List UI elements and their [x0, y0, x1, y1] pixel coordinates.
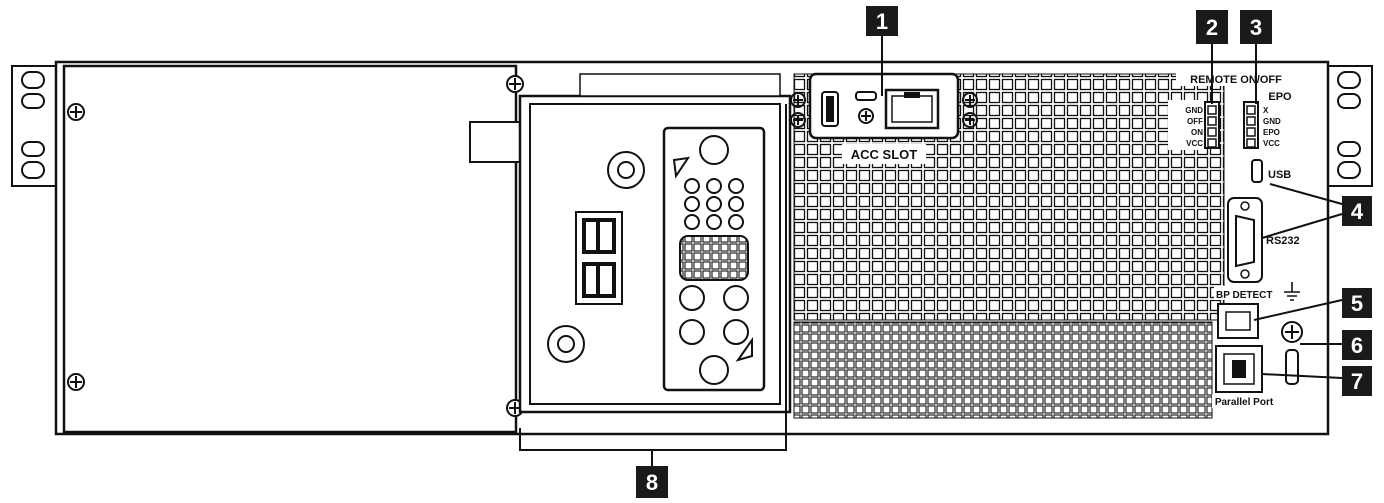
parallel-port-label: Parallel Port — [1215, 397, 1274, 408]
callout-number: 3 — [1250, 15, 1262, 40]
left-rack-ear — [11, 65, 57, 187]
acc-slot-label: ACC SLOT — [851, 147, 918, 162]
rs232-port[interactable] — [1227, 197, 1263, 283]
epo-label: EPO — [1268, 91, 1292, 103]
parallel-port[interactable] — [1215, 345, 1263, 393]
bp-detect-port[interactable] — [1217, 303, 1259, 339]
callout-leaders — [519, 36, 1343, 466]
remote-on-off-label: REMOTE ON/OFF — [1190, 74, 1282, 86]
epo-pin-label: X — [1263, 106, 1269, 115]
usb-port[interactable] — [1251, 159, 1263, 183]
epo-pin-label: VCC — [1263, 139, 1280, 148]
remote-on-off-terminal[interactable] — [1204, 101, 1220, 149]
remote-pin-label: VCC — [1186, 139, 1203, 148]
bp-detect-label: BP DETECT — [1216, 290, 1273, 301]
epo-terminal[interactable] — [1243, 101, 1259, 149]
usb-label: USB — [1268, 169, 1291, 181]
module-knob-bottom — [547, 325, 585, 363]
remote-pin-label: GND — [1185, 106, 1203, 115]
ground-icon — [1284, 282, 1300, 301]
callout-number: 8 — [646, 470, 658, 495]
acc-slot — [808, 72, 960, 140]
callout-number: 4 — [1351, 199, 1364, 224]
lower-vent-grid — [793, 321, 1213, 419]
battery-cover — [62, 64, 524, 434]
rs232-label: RS232 — [1266, 235, 1300, 247]
callout-number: 7 — [1351, 369, 1363, 394]
callout-number: 1 — [876, 9, 888, 34]
remote-pin-label: OFF — [1187, 117, 1203, 126]
callout-5: 5 — [1342, 288, 1372, 318]
callout-number: 2 — [1206, 15, 1218, 40]
callout-number: 5 — [1351, 291, 1363, 316]
right-rack-ear — [1327, 65, 1373, 187]
callout-7: 7 — [1342, 366, 1372, 396]
callout-3: 3 — [1240, 10, 1272, 44]
callout-number: 6 — [1351, 333, 1363, 358]
power-connector[interactable] — [662, 126, 766, 392]
epo-pin-label: EPO — [1263, 128, 1280, 137]
callout-8: 8 — [636, 466, 668, 498]
remote-pin-label: ON — [1191, 128, 1203, 137]
epo-pin-label: GND — [1263, 117, 1281, 126]
acc-micro-usb-port[interactable] — [855, 91, 877, 101]
callout-4: 4 — [1342, 196, 1372, 226]
module-knob-top — [607, 151, 645, 189]
callout-2: 2 — [1196, 10, 1228, 44]
callout-1: 1 — [866, 6, 898, 36]
ground-screw-icon — [1281, 321, 1303, 343]
callout-6: 6 — [1342, 330, 1372, 360]
output-terminal-block[interactable] — [575, 211, 623, 305]
ground-terminal — [1285, 349, 1299, 385]
